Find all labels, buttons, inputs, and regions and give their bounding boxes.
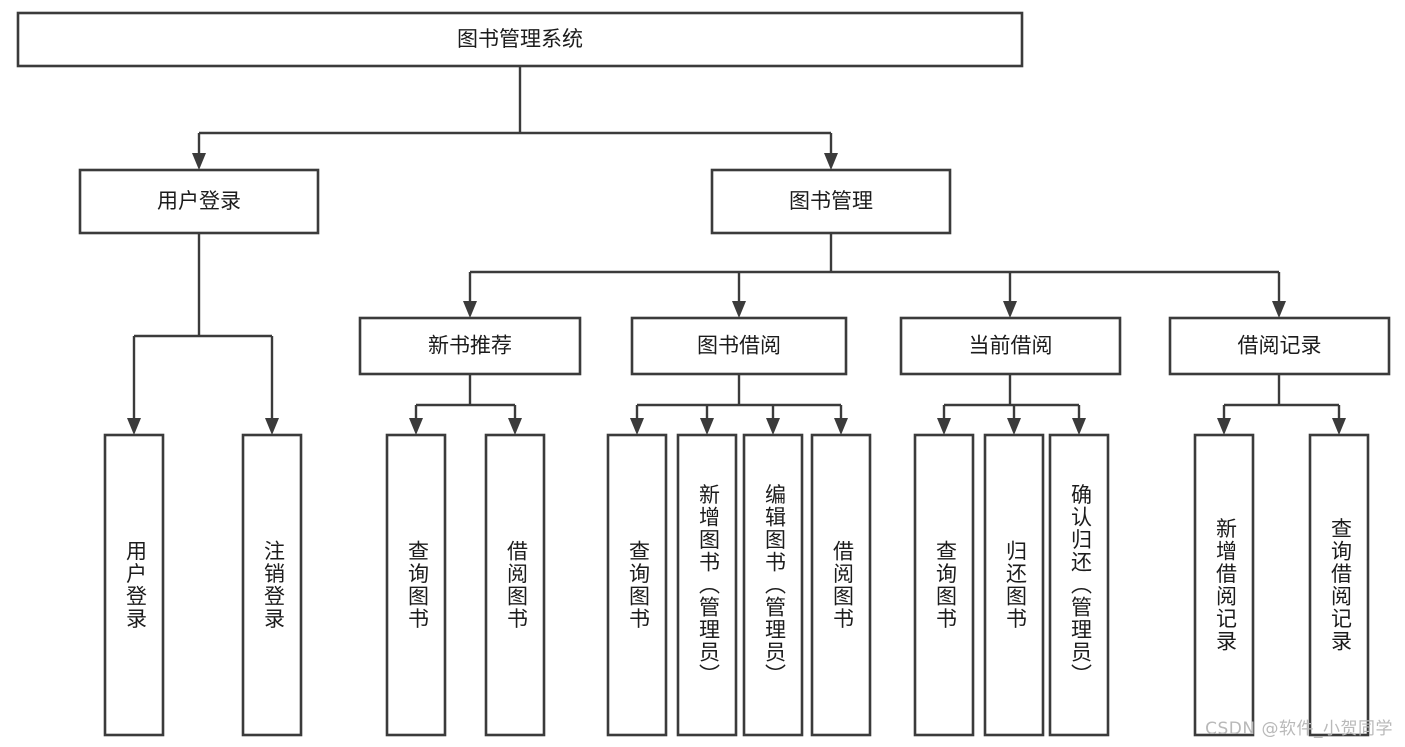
node-borrow-record[interactable]: 借阅记录 (1168, 316, 1391, 376)
node-book-borrow[interactable]: 图书借阅 (630, 316, 848, 376)
node-book-manage-label: 图书管理 (789, 190, 873, 213)
arrow-head-icon (834, 418, 848, 435)
node-leaf-add-record-label: 新增借阅记录 (1213, 518, 1237, 653)
connector-bookborrow_to_leaves (630, 374, 848, 435)
arrow-head-icon (1217, 418, 1231, 435)
arrow-head-icon (1332, 418, 1346, 435)
node-leaf-edit-book-label: 编辑图书（管理员） (762, 484, 786, 687)
node-leaf-user-login[interactable]: 用户登录 (103, 433, 165, 737)
node-leaf-user-logout-box[interactable] (241, 433, 303, 737)
node-leaf-add-record-box[interactable] (1193, 433, 1255, 737)
arrow-head-icon (937, 418, 951, 435)
node-leaf-query-record-box[interactable] (1308, 433, 1370, 737)
node-root[interactable]: 图书管理系统 (16, 11, 1024, 68)
node-leaf-query-book-2-label: 查询图书 (626, 540, 650, 630)
node-root-label: 图书管理系统 (457, 28, 583, 51)
arrow-head-icon (409, 418, 423, 435)
arrow-head-icon (463, 301, 477, 318)
node-root-box[interactable] (16, 11, 1024, 68)
connector-newbook_to_leaves (409, 374, 522, 435)
node-leaf-user-logout-label: 注销登录 (261, 540, 285, 630)
nodes-layer: 图书管理系统用户登录图书管理新书推荐图书借阅当前借阅借阅记录用户登录注销登录查询… (16, 11, 1391, 737)
arrow-head-icon (508, 418, 522, 435)
node-new-book-rec[interactable]: 新书推荐 (358, 316, 582, 376)
node-leaf-add-book-box[interactable] (676, 433, 738, 737)
arrow-head-icon (630, 418, 644, 435)
node-leaf-borrow-book-1-label: 借阅图书 (504, 540, 528, 630)
node-leaf-confirm-return[interactable]: 确认归还（管理员） (1048, 433, 1110, 737)
node-current-borrow-box[interactable] (899, 316, 1122, 376)
node-leaf-query-record[interactable]: 查询借阅记录 (1308, 433, 1370, 737)
node-leaf-add-book-label: 新增图书（管理员） (696, 484, 720, 687)
node-new-book-rec-box[interactable] (358, 316, 582, 376)
node-leaf-borrow-book-2[interactable]: 借阅图书 (810, 433, 872, 737)
arrow-head-icon (1272, 301, 1286, 318)
node-leaf-borrow-book-1[interactable]: 借阅图书 (484, 433, 546, 737)
node-current-borrow-label: 当前借阅 (969, 335, 1053, 358)
node-leaf-edit-book-box[interactable] (742, 433, 804, 737)
arrow-head-icon (766, 418, 780, 435)
arrow-head-icon (1072, 418, 1086, 435)
arrow-head-icon (1007, 418, 1021, 435)
node-leaf-edit-book[interactable]: 编辑图书（管理员） (742, 433, 804, 737)
node-leaf-user-logout[interactable]: 注销登录 (241, 433, 303, 737)
node-leaf-query-book-3-label: 查询图书 (933, 540, 957, 630)
node-leaf-query-book-1[interactable]: 查询图书 (385, 433, 447, 737)
node-leaf-add-record[interactable]: 新增借阅记录 (1193, 433, 1255, 737)
arrow-head-icon (1003, 301, 1017, 318)
node-book-borrow-label: 图书借阅 (697, 335, 781, 358)
node-borrow-record-box[interactable] (1168, 316, 1391, 376)
node-user-login-label: 用户登录 (157, 190, 241, 213)
connector-currentborrow_to_leaves (937, 374, 1086, 435)
node-leaf-query-book-3[interactable]: 查询图书 (913, 433, 975, 737)
node-leaf-query-book-1-label: 查询图书 (405, 540, 429, 630)
node-leaf-return-book-label: 归还图书 (1003, 540, 1027, 630)
node-leaf-user-login-box[interactable] (103, 433, 165, 737)
connector-userlogin_to_leaves (127, 233, 279, 435)
node-leaf-user-login-label: 用户登录 (123, 540, 147, 630)
node-leaf-query-book-2-box[interactable] (606, 433, 668, 737)
arrow-head-icon (732, 301, 746, 318)
arrow-head-icon (192, 153, 206, 170)
node-borrow-record-label: 借阅记录 (1238, 335, 1322, 358)
arrow-head-icon (127, 418, 141, 435)
connector-borrowrecord_to_leaves (1217, 374, 1346, 435)
node-leaf-return-book-box[interactable] (983, 433, 1045, 737)
node-leaf-borrow-book-1-box[interactable] (484, 433, 546, 737)
node-leaf-add-book[interactable]: 新增图书（管理员） (676, 433, 738, 737)
node-book-borrow-box[interactable] (630, 316, 848, 376)
node-leaf-confirm-return-box[interactable] (1048, 433, 1110, 737)
node-leaf-confirm-return-label: 确认归还（管理员） (1068, 484, 1092, 687)
node-book-manage-box[interactable] (710, 168, 952, 235)
node-user-login[interactable]: 用户登录 (78, 168, 320, 235)
node-leaf-query-book-2[interactable]: 查询图书 (606, 433, 668, 737)
connectors-layer (127, 66, 1346, 435)
node-book-manage[interactable]: 图书管理 (710, 168, 952, 235)
node-leaf-query-record-label: 查询借阅记录 (1328, 518, 1352, 653)
node-new-book-rec-label: 新书推荐 (428, 335, 512, 358)
connector-bookmanage_to_l2 (463, 233, 1286, 318)
node-leaf-query-book-3-box[interactable] (913, 433, 975, 737)
node-leaf-query-book-1-box[interactable] (385, 433, 447, 737)
arrow-head-icon (824, 153, 838, 170)
arrow-head-icon (265, 418, 279, 435)
arrow-head-icon (700, 418, 714, 435)
node-current-borrow[interactable]: 当前借阅 (899, 316, 1122, 376)
node-user-login-box[interactable] (78, 168, 320, 235)
node-leaf-return-book[interactable]: 归还图书 (983, 433, 1045, 737)
connector-root_to_l1 (192, 66, 838, 170)
node-leaf-borrow-book-2-box[interactable] (810, 433, 872, 737)
node-leaf-borrow-book-2-label: 借阅图书 (830, 540, 854, 630)
